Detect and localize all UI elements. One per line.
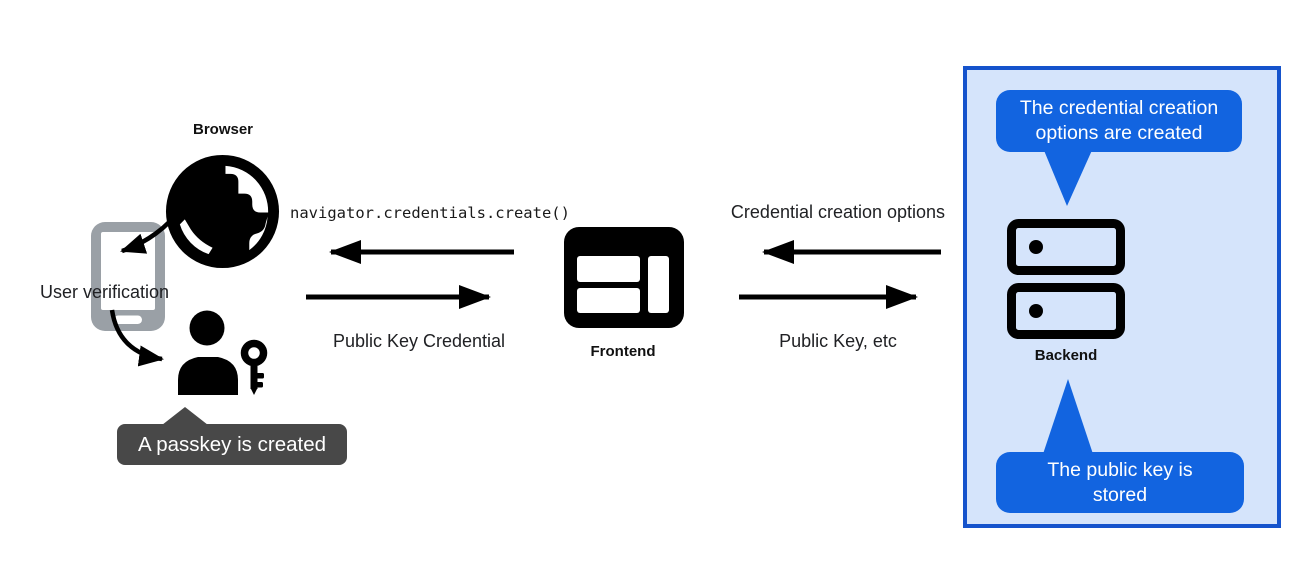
public-key-stored-bubble-text: The public key is stored <box>1047 458 1193 506</box>
user-with-key-icon <box>178 310 268 395</box>
user-verification-label: User verification <box>40 282 170 302</box>
top-bubble-pointer <box>1043 148 1093 206</box>
bottom-bubble-pointer <box>1043 379 1093 454</box>
credential-creation-options-label: Credential creation options <box>730 202 946 222</box>
globe-browser-icon <box>165 154 280 269</box>
arrow-create-to-browser <box>329 240 514 264</box>
arrow-options-to-frontend <box>762 240 941 264</box>
credential-options-bubble: The credential creation options are crea… <box>996 90 1242 152</box>
credentials-create-label: navigator.credentials.create() <box>290 204 570 222</box>
arrow-publickey-to-backend <box>739 285 918 309</box>
frontend-label: Frontend <box>590 343 656 360</box>
passkey-tooltip-text: A passkey is created <box>137 432 326 456</box>
public-key-stored-bubble: The public key is stored <box>996 452 1244 513</box>
browser-window-icon <box>564 227 684 328</box>
passkey-tooltip-pointer <box>162 407 208 425</box>
backend-label: Backend <box>1034 347 1098 364</box>
public-key-credential-label: Public Key Credential <box>332 331 506 351</box>
arrow-credential-to-frontend <box>306 285 491 309</box>
verification-flow-arrows <box>109 206 183 367</box>
passkey-tooltip: A passkey is created <box>117 424 347 465</box>
public-key-etc-label: Public Key, etc <box>779 331 897 351</box>
server-icon <box>1007 219 1125 339</box>
browser-label: Browser <box>192 121 254 138</box>
credential-options-bubble-text: The credential creation options are crea… <box>1019 97 1219 144</box>
